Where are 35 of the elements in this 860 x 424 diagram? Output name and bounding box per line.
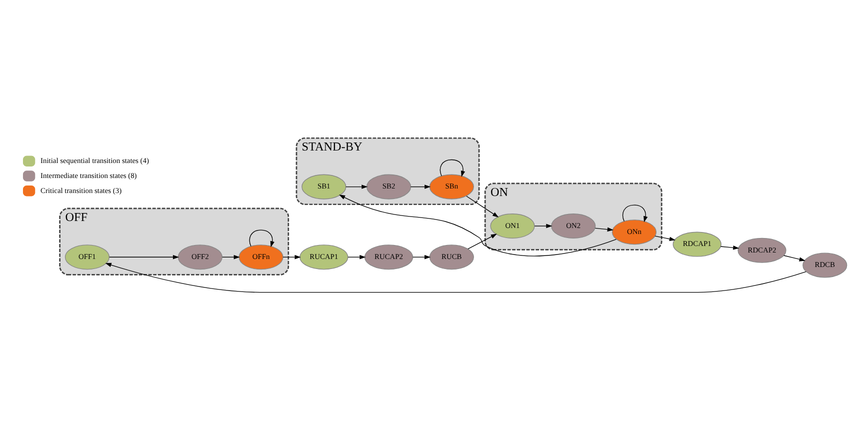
arrow — [466, 195, 499, 217]
node-ellipse: OFF2 — [178, 244, 222, 270]
arrow — [249, 229, 274, 247]
arrow — [784, 254, 806, 261]
node-ellipse: RUCB — [429, 244, 474, 270]
legend-label: Critical transition states (3) — [40, 185, 122, 194]
arrow — [622, 204, 648, 222]
arrow — [346, 184, 368, 188]
arrow — [412, 254, 431, 259]
arrow — [720, 245, 740, 250]
node-ellipse: SBn — [429, 174, 474, 199]
arrow — [594, 226, 614, 232]
arrow — [348, 254, 366, 259]
node-ellipse: OFFn — [238, 244, 284, 270]
node-ellipse: RDCAP2 — [738, 237, 786, 262]
arrow — [534, 223, 552, 228]
arrow — [654, 235, 676, 241]
arrow — [109, 254, 180, 259]
arrow — [339, 194, 617, 256]
arrow — [282, 254, 301, 259]
node-ellipse: OFF1 — [64, 244, 110, 270]
arrow — [105, 262, 806, 292]
arrow — [468, 233, 497, 249]
legend-label: Intermediate transition states (8) — [40, 170, 137, 180]
node-ellipse: ONn — [612, 219, 657, 244]
arrow — [410, 184, 431, 188]
node-ellipse: ON2 — [551, 213, 596, 238]
node-ellipse: RDCB — [802, 252, 848, 278]
arrow — [222, 254, 240, 259]
node-ellipse: RUCAP2 — [364, 244, 414, 270]
node-ellipse: RUCAP1 — [300, 244, 348, 270]
node-ellipse: SB2 — [366, 174, 412, 199]
arrow — [440, 158, 466, 176]
node-ellipse: RDCAP1 — [672, 231, 722, 256]
legend-label: Initial sequential transition states (4) — [40, 156, 149, 164]
